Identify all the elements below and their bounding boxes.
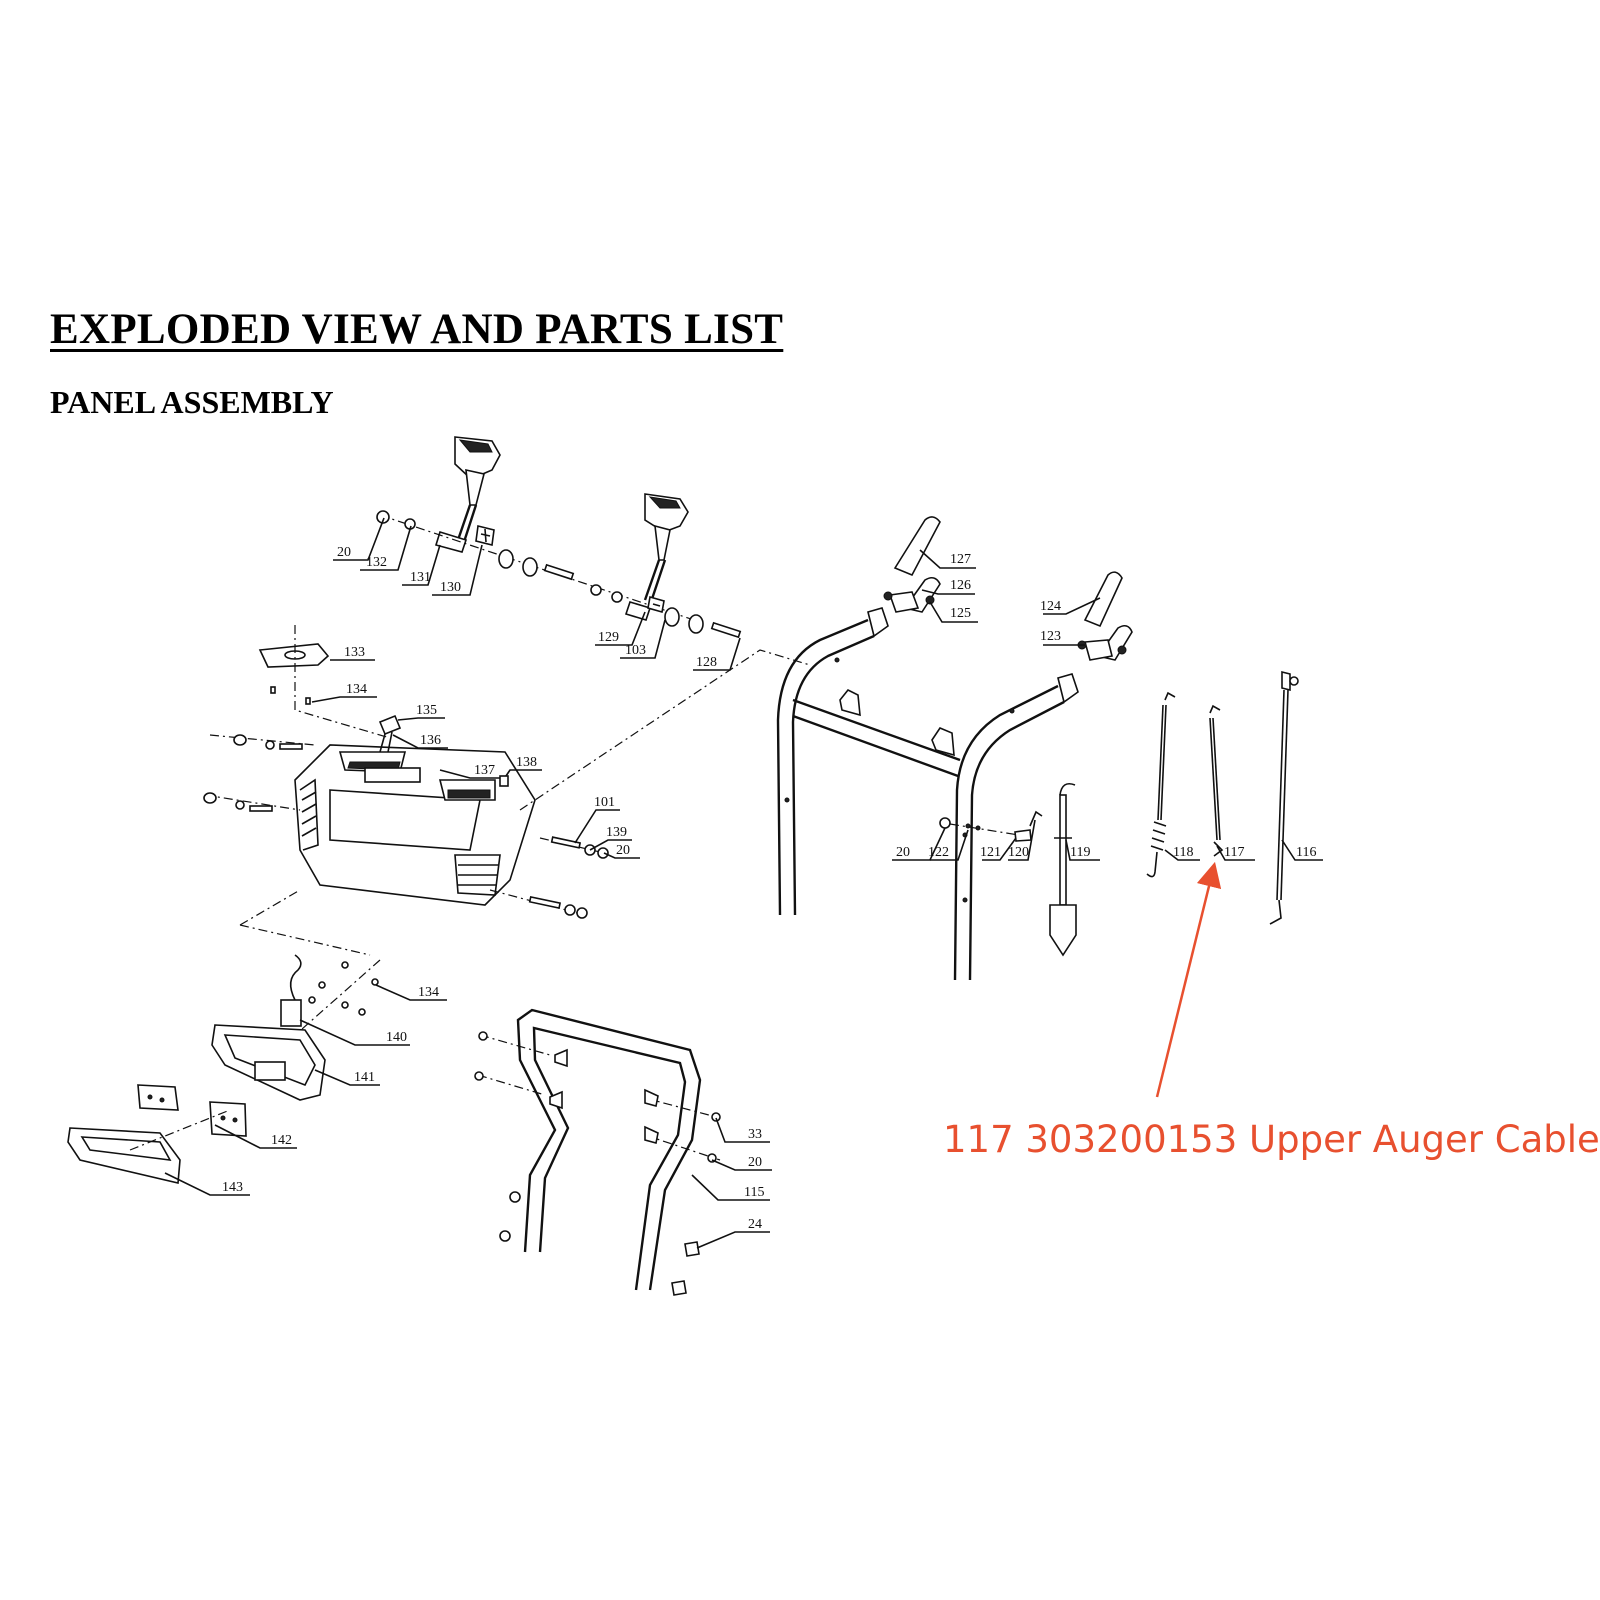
part-label: 20 <box>748 1155 762 1170</box>
part-label: 143 <box>222 1180 243 1195</box>
part-label: 103 <box>625 643 646 658</box>
part-label: 132 <box>366 555 387 570</box>
shift-lever-left <box>434 436 501 553</box>
cable-118 <box>1146 691 1176 878</box>
part-label: 118 <box>1173 845 1193 860</box>
part-label: 117 <box>1224 845 1244 860</box>
callout-arrow <box>1155 861 1222 1098</box>
part-label: 115 <box>744 1185 764 1200</box>
handle-bolt-group <box>939 810 1043 842</box>
part-label: 134 <box>346 682 367 697</box>
control-panel-housing <box>203 649 811 956</box>
part-label: 133 <box>344 645 365 660</box>
part-label: 121 <box>980 845 1001 860</box>
part-label: 120 <box>1008 845 1029 860</box>
upper-auger-cable-callout: 117 303200153 Upper Auger Cable <box>943 1118 1600 1161</box>
part-label: 123 <box>1040 629 1061 644</box>
part-label: 141 <box>354 1070 375 1085</box>
part-label: 129 <box>598 630 619 645</box>
part-label: 20 <box>896 845 910 860</box>
cable-117 <box>1209 704 1224 857</box>
part-label: 33 <box>748 1127 762 1142</box>
page-title: EXPLODED VIEW AND PARTS LIST <box>50 306 784 353</box>
leader-lines <box>164 517 1323 1249</box>
part-label: 128 <box>696 655 717 670</box>
part-label: 139 <box>606 825 627 840</box>
part-label: 131 <box>410 570 431 585</box>
part-label: 138 <box>516 755 537 770</box>
lower-handle <box>474 1008 721 1296</box>
panel-plate <box>258 625 391 739</box>
part-label: 24 <box>748 1217 762 1232</box>
chute-rod-116 <box>1269 670 1299 925</box>
part-label: 125 <box>950 606 971 621</box>
right-grip-assembly <box>1077 571 1133 661</box>
part-label: 116 <box>1296 845 1316 860</box>
part-label: 136 <box>420 733 441 748</box>
part-label: 130 <box>440 580 461 595</box>
part-label: 127 <box>950 552 971 567</box>
part-label: 122 <box>928 845 949 860</box>
part-label: 134 <box>418 985 439 1000</box>
part-label: 119 <box>1070 845 1090 860</box>
part-label: 137 <box>474 763 495 778</box>
part-label: 126 <box>950 578 971 593</box>
part-labels: 20 132 131 130 129 103 128 127 126 125 1… <box>222 545 1316 1232</box>
left-grip-assembly <box>883 516 941 613</box>
part-label: 101 <box>594 795 615 810</box>
clean-out-tool <box>1049 782 1077 957</box>
shift-shaft-left <box>376 510 701 623</box>
section-subtitle: PANEL ASSEMBLY <box>50 384 334 420</box>
part-label: 140 <box>386 1030 407 1045</box>
upper-handle-frame <box>776 607 1079 981</box>
part-label: 20 <box>616 843 630 858</box>
part-label: 135 <box>416 703 437 718</box>
part-label: 20 <box>337 545 351 560</box>
part-label: 124 <box>1040 599 1061 614</box>
headlight-assembly <box>67 954 381 1184</box>
shift-lever-right <box>624 493 742 639</box>
part-label: 142 <box>271 1133 292 1148</box>
